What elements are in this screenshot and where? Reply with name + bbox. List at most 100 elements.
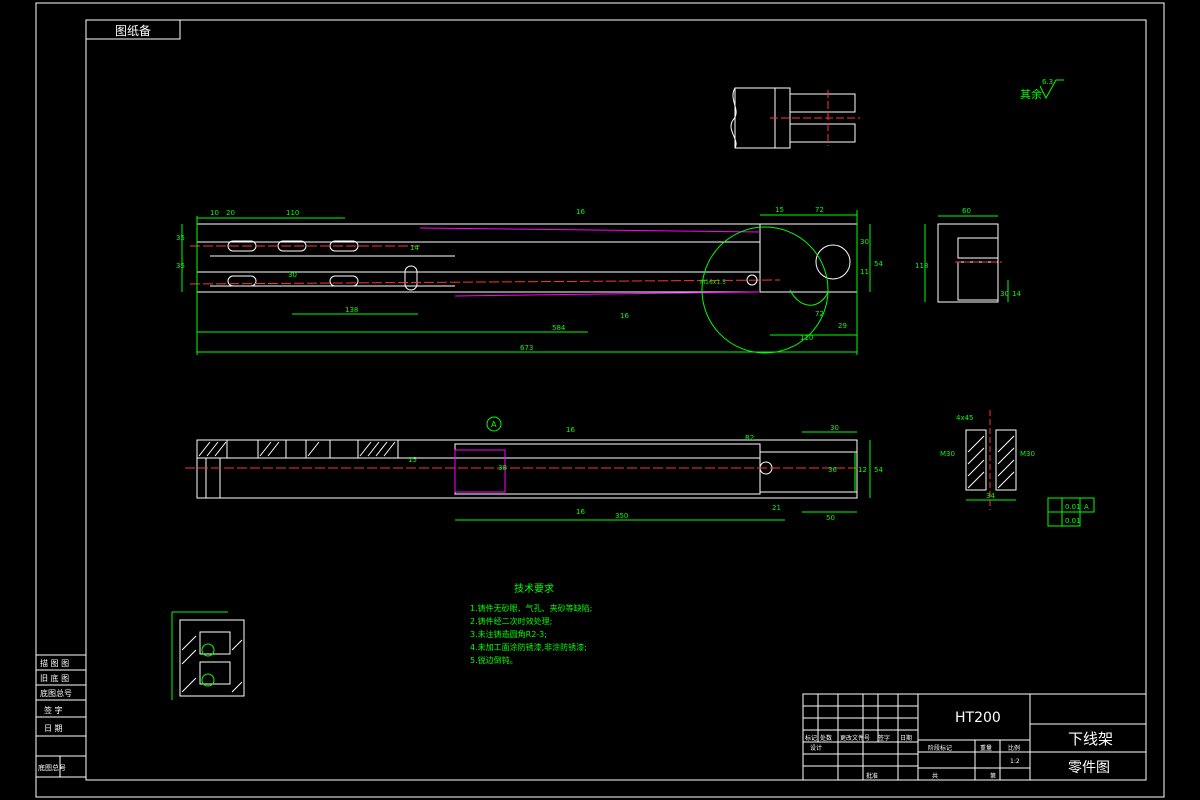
arc-slot bbox=[789, 289, 829, 306]
tech-item-1: 1.铸件无砂眼、气孔、夹砂等缺陷; bbox=[470, 603, 592, 613]
front-dim-350: 350 bbox=[615, 512, 628, 520]
tech-title: 技术要求 bbox=[514, 582, 554, 595]
title-block-change-doc: 更改文件号 bbox=[840, 734, 870, 742]
front-dim-38: 38 bbox=[498, 464, 507, 472]
title-block-weight: 重量 bbox=[980, 744, 992, 752]
pivot-hole bbox=[746, 274, 758, 286]
dim-110: 110 bbox=[286, 209, 299, 217]
dim-35a: 35 bbox=[176, 234, 185, 242]
dim-35b: 35 bbox=[176, 262, 185, 270]
side-view bbox=[937, 223, 999, 303]
top-view bbox=[196, 223, 858, 293]
front-dim-50: 50 bbox=[826, 514, 835, 522]
tech-item-2: 2.铸件经二次时效处理; bbox=[470, 616, 552, 626]
side-dim-60: 60 bbox=[962, 207, 971, 215]
left-strip-row-3: 底图总号 bbox=[40, 688, 72, 698]
section-view bbox=[965, 429, 1017, 491]
detail-circle bbox=[701, 226, 829, 354]
tolerance-row-1: 0.01 bbox=[1065, 503, 1081, 511]
section-thread-left: M30 bbox=[940, 450, 955, 458]
section-chamfer: 4x45 bbox=[956, 414, 974, 422]
top-view-magenta bbox=[419, 227, 761, 297]
roughness-symbol bbox=[1039, 79, 1064, 100]
title-block-design: 设计 bbox=[810, 744, 822, 752]
title-block-stage: 阶段标记 bbox=[928, 744, 952, 752]
section-thread-right: M30 bbox=[1020, 450, 1035, 458]
roughness-value: 6.3 bbox=[1042, 78, 1053, 86]
tolerance-row-2: 0.01 bbox=[1065, 517, 1081, 525]
detail-view-top bbox=[730, 87, 856, 149]
part-name: 下线架 bbox=[1068, 730, 1113, 748]
front-dim-r2: R2 bbox=[745, 434, 754, 442]
tech-item-4: 4.未加工面涂防锈漆,非涂防锈漆; bbox=[470, 642, 587, 652]
top-view-centerline bbox=[189, 279, 781, 285]
dim-15: 15 bbox=[775, 206, 784, 214]
left-strip-row-6: 底图总号 bbox=[38, 763, 66, 772]
title-block-scale: 1:2 bbox=[1010, 758, 1020, 765]
archive-box bbox=[85, 19, 181, 40]
dim-30b: 30 bbox=[860, 238, 869, 246]
dim-72: 72 bbox=[815, 206, 824, 214]
front-dim-54: 54 bbox=[874, 466, 883, 474]
left-strip bbox=[35, 654, 87, 778]
front-view-dims bbox=[455, 416, 871, 521]
front-dim-36: 36 bbox=[828, 466, 837, 474]
title-block-approve: 批准 bbox=[866, 772, 878, 780]
roughness-16a: 16 bbox=[576, 208, 585, 216]
dim-54: 54 bbox=[874, 260, 883, 268]
title-block-sign: 签字 bbox=[878, 734, 890, 742]
tolerance-datum: A bbox=[1084, 503, 1089, 511]
dim-29: 29 bbox=[838, 322, 847, 330]
roughness-16b: 16 bbox=[620, 312, 629, 320]
dim-72b: 72 bbox=[815, 310, 824, 318]
dim-11: 11 bbox=[860, 268, 869, 276]
dim-14: 14 bbox=[410, 244, 419, 252]
title-block-sheet-total: 共 bbox=[932, 772, 938, 780]
front-dim-21: 21 bbox=[772, 504, 781, 512]
thread-label: M16x1.5 bbox=[700, 279, 726, 286]
left-strip-row-2: 旧 底 图 bbox=[40, 673, 69, 683]
front-dim-30: 30 bbox=[830, 424, 839, 432]
archive-box-label: 图纸备 bbox=[115, 24, 151, 38]
dim-673: 673 bbox=[520, 344, 533, 352]
side-dim-118: 118 bbox=[915, 262, 928, 270]
title-block-sheet-no: 第 bbox=[990, 772, 996, 780]
side-dim-30: 30 bbox=[1000, 290, 1009, 298]
dim-10: 10 bbox=[210, 209, 219, 217]
tech-item-5: 5.锐边倒钝。 bbox=[470, 655, 518, 665]
dim-584: 584 bbox=[552, 324, 566, 332]
material-label: HT200 bbox=[955, 710, 1001, 726]
datum-a: A bbox=[491, 420, 497, 429]
dim-110b: 110 bbox=[800, 334, 813, 342]
detail-section-small bbox=[179, 619, 245, 697]
front-view-magenta bbox=[454, 449, 506, 493]
front-dim-15: 15 bbox=[408, 456, 417, 464]
title-block-count: 处数 bbox=[820, 734, 832, 742]
roughness-note: 其余 bbox=[1020, 87, 1042, 101]
front-roughness-16a: 16 bbox=[566, 426, 575, 434]
left-strip-row-1: 描 图 图 bbox=[40, 658, 69, 668]
title-block-scale-label: 比例 bbox=[1008, 744, 1020, 752]
front-view bbox=[196, 439, 858, 499]
left-strip-row-5: 日 期 bbox=[44, 724, 63, 733]
front-view-hatch bbox=[196, 439, 399, 499]
title-block bbox=[802, 693, 1147, 781]
detail-section-small-dims bbox=[171, 611, 228, 700]
drawing-type: 零件图 bbox=[1068, 760, 1110, 776]
dim-138: 138 bbox=[345, 306, 358, 314]
front-dim-12: 12 bbox=[858, 466, 867, 474]
title-block-mark: 标记 bbox=[805, 734, 817, 742]
left-strip-row-4: 签 字 bbox=[44, 705, 63, 715]
front-roughness-16b: 16 bbox=[576, 508, 585, 516]
tech-item-3: 3.未注铸造圆角R2-3; bbox=[470, 629, 547, 639]
side-view-dims bbox=[924, 215, 1009, 302]
side-dim-14: 14 bbox=[1012, 290, 1021, 298]
inner-frame bbox=[85, 19, 1147, 781]
dim-20: 20 bbox=[226, 209, 235, 217]
section-dims bbox=[966, 497, 1095, 527]
title-block-date: 日期 bbox=[900, 734, 912, 742]
top-view-dim-lines bbox=[181, 210, 871, 355]
dim-30: 30 bbox=[288, 271, 297, 279]
section-dim-34: 34 bbox=[986, 492, 995, 500]
